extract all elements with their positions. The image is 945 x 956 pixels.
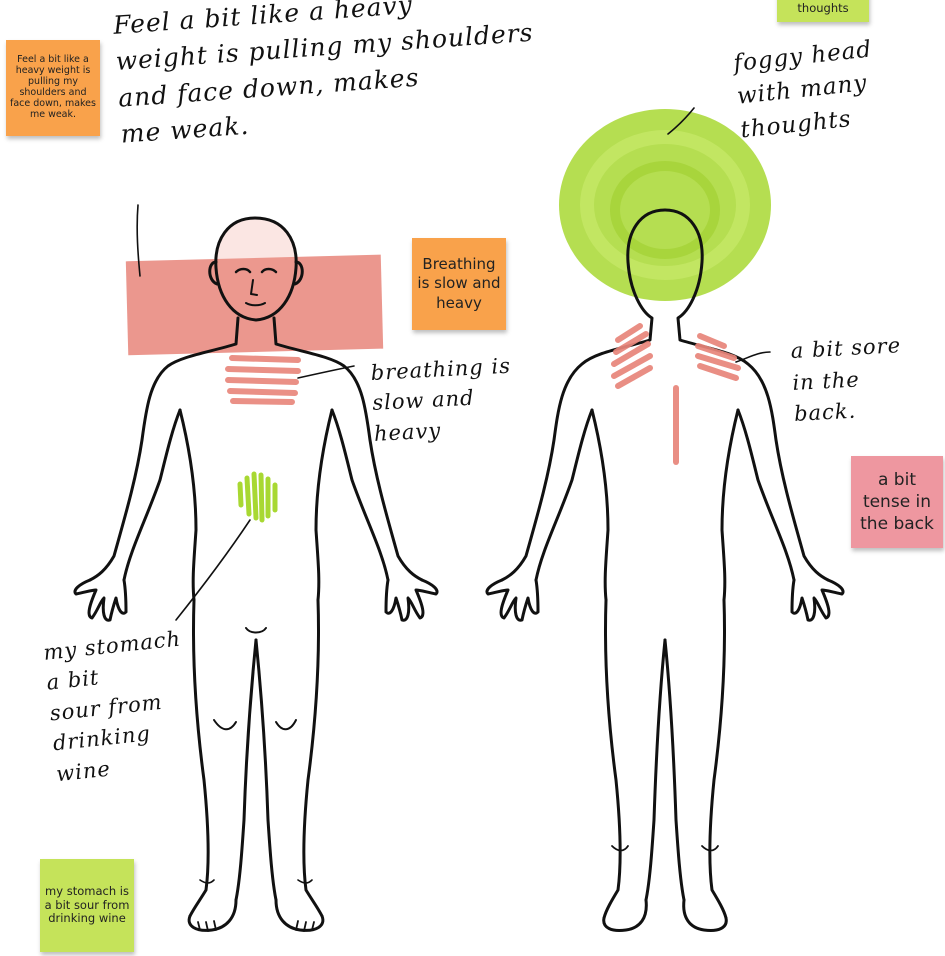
handwritten-back-note: a bit sore in the back.: [790, 328, 945, 430]
sticky-note-text: Breathing is slow and heavy: [416, 255, 502, 314]
back-pointer: [736, 352, 770, 362]
sticky-note-thoughts[interactable]: thoughts: [777, 0, 869, 22]
sticky-note-text: my stomach is a bit sour from drinking w…: [44, 885, 130, 926]
stomach-strokes: [240, 474, 275, 520]
chest-breathing-strokes: [228, 358, 298, 402]
sticky-note-text: a bit tense in the back: [855, 469, 939, 535]
sticky-note-text: thoughts: [797, 2, 848, 16]
handwritten-foggy-head-note: foggy head with many thoughts: [732, 28, 931, 147]
stomach-pointer: [176, 520, 250, 620]
back-body-outline: [487, 210, 843, 931]
sticky-note-text: Feel a bit like a heavy weight is pullin…: [10, 55, 96, 121]
handwritten-breathing-note: breathing is slow and heavy: [370, 350, 535, 450]
sticky-note-back-tension[interactable]: a bit tense in the back: [851, 456, 943, 548]
back-highlights: [559, 109, 771, 301]
sticky-note-stomach[interactable]: my stomach is a bit sour from drinking w…: [40, 859, 134, 952]
handwritten-stomach-note: my stomach a bit sour from drinking wine: [42, 620, 227, 789]
breathing-pointer: [298, 366, 354, 378]
sticky-note-heavy-weight[interactable]: Feel a bit like a heavy weight is pullin…: [6, 40, 100, 136]
sticky-note-breathing[interactable]: Breathing is slow and heavy: [412, 238, 506, 330]
